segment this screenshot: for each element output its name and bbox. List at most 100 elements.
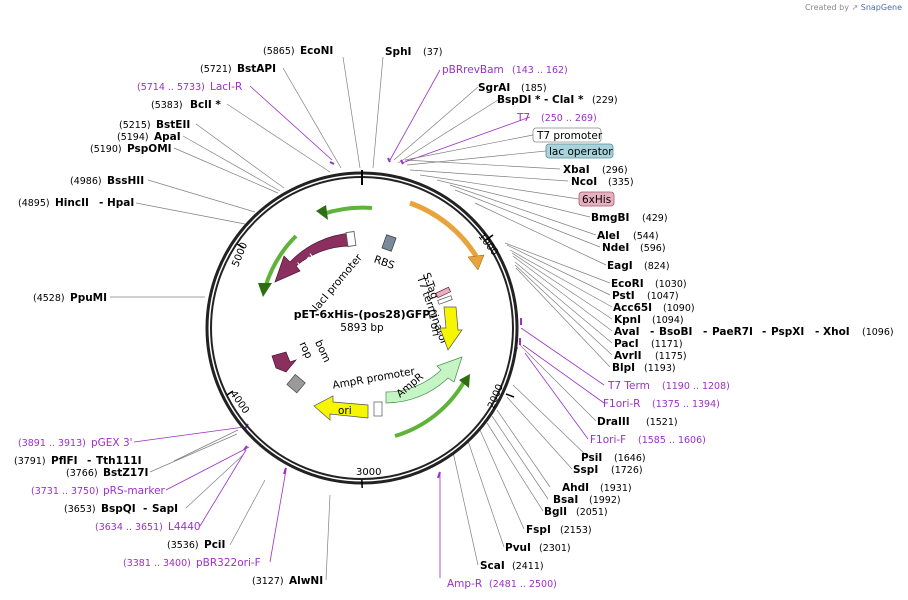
site-name[interactable]: SphI (385, 46, 411, 58)
labels-bottom-left: (3791) PflFI - Tth111I (3766) BstZ17I (3… (14, 455, 323, 587)
primer-name[interactable]: pBRrevBam (442, 64, 504, 76)
site-sep: - (99, 197, 103, 209)
site-name[interactable]: SspI (573, 464, 598, 476)
site-name[interactable]: BssHII (107, 175, 144, 187)
site-name-alt[interactable]: PspXI (771, 326, 804, 338)
ori-feature (313, 395, 369, 421)
site-name[interactable]: ScaI (480, 560, 505, 572)
site-name[interactable]: HincII (55, 197, 89, 209)
tick-label-5000: 5000 (230, 241, 250, 269)
green-arc-right (394, 380, 466, 438)
site-name[interactable]: KpnI (614, 314, 641, 326)
site-name[interactable]: AvaI (614, 326, 640, 338)
site-name[interactable]: XbaI (563, 164, 590, 176)
site-pos: (229) (592, 95, 618, 106)
site-name[interactable]: PflFI (51, 455, 78, 467)
site-name[interactable]: BstZ17I (103, 467, 148, 479)
site-name[interactable]: PacI (614, 338, 639, 350)
site-name-alt[interactable]: Tth111I (96, 455, 141, 467)
site-name[interactable]: BlpI (612, 362, 635, 374)
primer-name[interactable]: T7 (516, 112, 530, 124)
site-pos: (2153) (560, 525, 592, 536)
lac-operator-label[interactable]: lac operator (549, 146, 613, 158)
site-name[interactable]: AhdI (562, 482, 589, 494)
site-pos: (3653) (64, 504, 96, 515)
site-name[interactable]: FspI (526, 524, 551, 536)
ampr-promoter-marker (373, 401, 383, 417)
primer-name[interactable]: pRS-marker (103, 485, 166, 497)
primer-name[interactable]: pGEX 3' (91, 437, 133, 449)
site-name[interactable]: BstAPI (237, 63, 276, 75)
site-pos: (4986) (70, 176, 102, 187)
his-tag-label[interactable]: 6xHis (582, 194, 611, 206)
position-ticks (226, 234, 515, 489)
credit-brand: SnapGene (860, 3, 902, 12)
site-name[interactable]: PciI (204, 539, 225, 551)
site-name[interactable]: BsaI (553, 494, 578, 506)
site-name[interactable]: PvuI (505, 542, 531, 554)
t7-promoter-line (404, 134, 534, 161)
site-name[interactable]: BstEII (156, 119, 190, 131)
credit-prefix: Created by (804, 3, 849, 12)
site-pos: (1175) (655, 351, 687, 362)
site-name[interactable]: EagI (607, 260, 633, 272)
primer-name[interactable]: pBR322ori-F (196, 557, 261, 569)
site-name-alt[interactable]: XhoI (823, 326, 850, 338)
green-arc-top-arrowhead (316, 205, 328, 220)
site-pos: (1931) (600, 483, 632, 494)
site-name[interactable]: SgrAI (478, 82, 510, 94)
site-name-alt[interactable]: PaeR7I (712, 326, 753, 338)
labels-right: SphI (37) SgrAI (185) BspDI * - ClaI * (… (385, 46, 894, 572)
primer-name[interactable]: LacI-R (210, 81, 242, 93)
site-name[interactable]: BglI (544, 506, 567, 518)
site-name-alt[interactable]: HpaI (107, 197, 134, 209)
site-pos: (3536) (167, 540, 199, 551)
site-sep: - (143, 503, 147, 515)
site-sep: - (87, 455, 91, 467)
primer-name[interactable]: F1ori-R (603, 398, 640, 410)
site-pos: (2411) (512, 561, 544, 572)
primer-name[interactable]: T7 Term (607, 380, 650, 392)
site-name-alt[interactable]: ClaI * (552, 94, 584, 106)
bom-label: bom (312, 338, 333, 364)
site-name[interactable]: BmgBI (591, 212, 629, 224)
rbs-label: RBS (372, 254, 396, 273)
site-name[interactable]: AvrII (614, 350, 642, 362)
labels-top-left: (5865) EcoNI (5721) BstAPI (5383) BclI *… (18, 45, 333, 304)
site-name[interactable]: PsiI (581, 452, 602, 464)
primer-name[interactable]: L4440 (168, 521, 201, 533)
site-pos: (5721) (200, 64, 232, 75)
bom-feature (286, 374, 306, 394)
site-name[interactable]: NcoI (571, 176, 597, 188)
primer-pos: (1375 .. 1394) (652, 399, 720, 410)
site-name[interactable]: BclI * (190, 99, 221, 111)
leader-lines (110, 56, 613, 581)
plasmid-name: pET-6xHis-(pos28)GFP (294, 308, 431, 321)
site-name[interactable]: DraIII (597, 416, 630, 428)
site-name[interactable]: BspQI (101, 503, 136, 515)
t7-promoter-label[interactable]: T7 promoter (536, 130, 603, 142)
site-name[interactable]: PstI (612, 290, 635, 302)
green-arc-top (322, 205, 373, 216)
snapgene-credit: Created by ↗ SnapGene (805, 3, 902, 12)
primer-pos: (3381 .. 3400) (123, 558, 191, 569)
primer-name[interactable]: Amp-R (447, 578, 482, 590)
laci-feature (274, 232, 353, 283)
site-name-alt[interactable]: SapI (152, 503, 178, 515)
tick-label-1000: 1000 (475, 231, 499, 258)
site-pos: (5865) (263, 46, 295, 57)
site-name-alt[interactable]: BsoBI (659, 326, 692, 338)
plasmid-size: 5893 bp (340, 322, 384, 334)
site-name[interactable]: AleI (597, 230, 620, 242)
site-pos: (1094) (652, 315, 684, 326)
site-name[interactable]: PspOMI (127, 143, 172, 155)
site-name[interactable]: PpuMI (70, 292, 107, 304)
site-name[interactable]: EcoRI (611, 278, 644, 290)
site-name[interactable]: Acc65I (613, 302, 652, 314)
site-name[interactable]: BspDI * (497, 94, 541, 106)
site-name[interactable]: ApaI (154, 131, 181, 143)
site-name[interactable]: NdeI (602, 242, 629, 254)
site-name[interactable]: AlwNI (289, 575, 323, 587)
primer-name[interactable]: F1ori-F (590, 434, 626, 446)
site-name[interactable]: EcoNI (300, 45, 333, 57)
